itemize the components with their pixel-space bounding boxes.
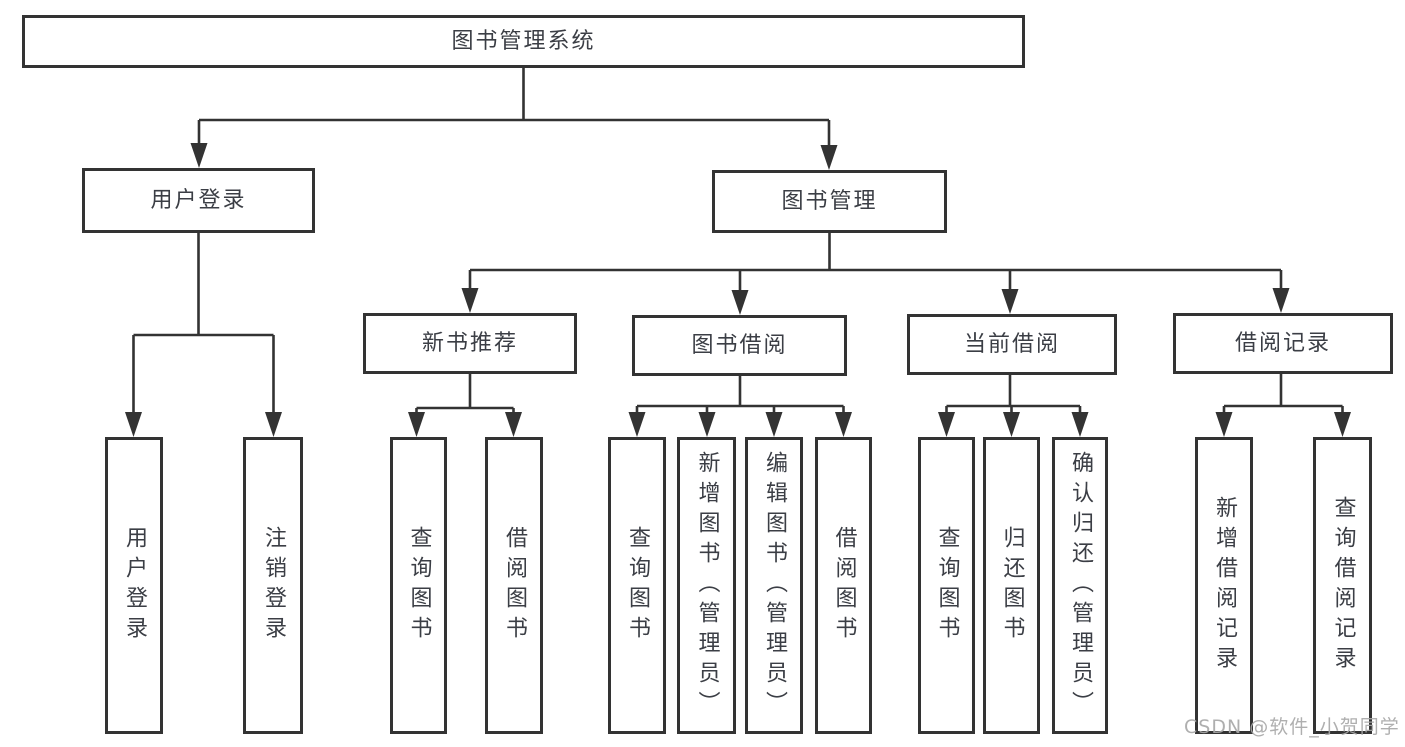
leaf-records-query-record-label: 查询借阅记录	[1330, 495, 1356, 676]
node-book-management: 图书管理	[712, 170, 947, 233]
watermark: CSDN @软件_小贺同学	[1184, 716, 1400, 738]
leaf-logout-label: 注销登录	[261, 525, 286, 646]
node-book-borrowing-label: 图书借阅	[691, 332, 788, 358]
leaf-current-query-books: 查询图书	[918, 437, 975, 734]
leaf-user-login-label: 用户登录	[122, 525, 147, 646]
node-borrowing-records-label: 借阅记录	[1234, 330, 1331, 356]
leaf-records-add-record-label: 新增借阅记录	[1212, 495, 1237, 676]
leaf-user-login: 用户登录	[105, 437, 163, 734]
node-root-label: 图书管理系统	[451, 28, 596, 54]
node-new-book-recommendation-label: 新书推荐	[421, 330, 518, 356]
node-book-management-label: 图书管理	[781, 188, 878, 214]
leaf-records-query-record: 查询借阅记录	[1313, 437, 1372, 734]
node-book-borrowing: 图书借阅	[632, 315, 847, 376]
leaf-borrow-query-books: 查询图书	[608, 437, 666, 734]
node-root: 图书管理系统	[22, 15, 1025, 68]
leaf-records-add-record: 新增借阅记录	[1195, 437, 1253, 734]
node-borrowing-records: 借阅记录	[1173, 313, 1393, 374]
leaf-borrow-add-books-admin: 新增图书（管理员）	[677, 437, 736, 734]
leaf-newbook-borrow-books-label: 借阅图书	[502, 525, 527, 646]
leaf-borrow-borrow-books: 借阅图书	[815, 437, 872, 734]
leaf-current-confirm-return-admin: 确认归还（管理员）	[1052, 437, 1108, 734]
node-new-book-recommendation: 新书推荐	[363, 313, 577, 374]
leaf-newbook-query-books: 查询图书	[390, 437, 447, 734]
leaf-borrow-add-books-admin-label: 新增图书（管理员）	[694, 450, 720, 721]
node-current-borrowing-label: 当前借阅	[963, 331, 1060, 357]
leaf-borrow-borrow-books-label: 借阅图书	[831, 525, 857, 646]
node-user-login-label: 用户登录	[150, 187, 247, 213]
leaf-newbook-borrow-books: 借阅图书	[485, 437, 543, 734]
node-user-login: 用户登录	[82, 168, 315, 233]
leaf-current-return-books-label: 归还图书	[999, 525, 1025, 646]
leaf-logout: 注销登录	[243, 437, 303, 734]
leaf-newbook-query-books-label: 查询图书	[406, 525, 432, 646]
leaf-current-query-books-label: 查询图书	[934, 525, 960, 646]
leaf-borrow-edit-books-admin: 编辑图书（管理员）	[745, 437, 803, 734]
leaf-borrow-edit-books-admin-label: 编辑图书（管理员）	[762, 450, 787, 721]
leaf-current-confirm-return-admin-label: 确认归还（管理员）	[1068, 450, 1093, 721]
leaf-current-return-books: 归还图书	[983, 437, 1040, 734]
node-current-borrowing: 当前借阅	[907, 314, 1117, 375]
leaf-borrow-query-books-label: 查询图书	[625, 525, 650, 646]
